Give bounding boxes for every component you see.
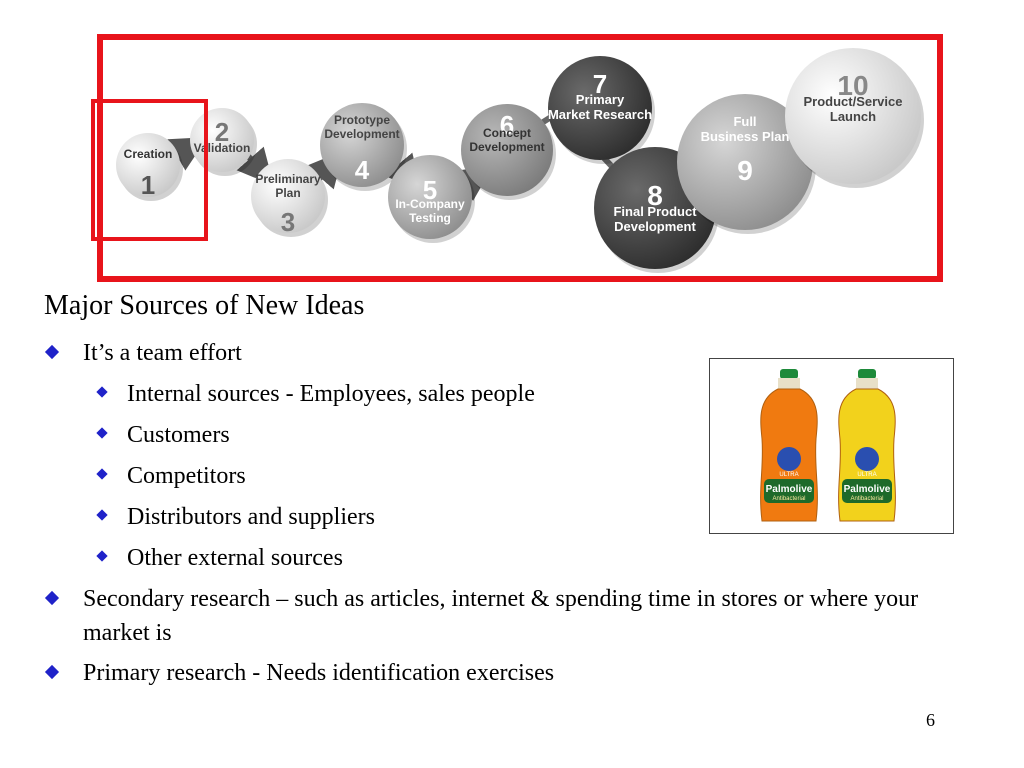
- step-label: Development: [469, 140, 544, 154]
- step-circle: [461, 104, 553, 196]
- bottle-label: [764, 479, 814, 503]
- bullet-text: It’s a team effort: [83, 340, 242, 366]
- step-label: In-Company: [395, 197, 465, 211]
- process-arrow: [236, 146, 274, 186]
- sub-bullet-internal-sources: Internal sources - Employees, sales peop…: [96, 377, 535, 411]
- bullet-diamond-icon: [96, 550, 108, 562]
- step-number: 7: [593, 69, 607, 99]
- bottle-label: [842, 479, 892, 503]
- bottle-emblem: [855, 447, 879, 471]
- step-label: Primary: [576, 92, 625, 107]
- bottle-neck: [856, 378, 878, 390]
- bullet-primary-research: Primary research - Needs identification …: [44, 656, 555, 690]
- bullet-secondary-research: Secondary research – such as articles, i…: [44, 582, 963, 650]
- step-number: 8: [647, 180, 663, 211]
- step-circle: [388, 155, 472, 239]
- step-label: Market Research: [548, 107, 652, 122]
- step-number: 4: [355, 155, 370, 185]
- bullet-text: Distributors and suppliers: [127, 504, 375, 530]
- bullet-text: Competitors: [127, 463, 246, 489]
- step-label: Preliminary: [255, 172, 321, 186]
- page-number: 6: [926, 710, 935, 730]
- step-number: 9: [737, 155, 753, 186]
- step-label: Full: [733, 114, 756, 129]
- step-label: Testing: [409, 211, 451, 225]
- step-label: Launch: [830, 109, 876, 124]
- step-label: Development: [324, 127, 399, 141]
- brand-name: Palmolive: [766, 484, 813, 495]
- label-bottom-text: Antibacterial: [772, 496, 805, 502]
- step-circle: [548, 56, 652, 160]
- bottle-cap: [780, 369, 798, 379]
- step-label: Plan: [275, 186, 300, 200]
- label-top-text: ULTRA: [779, 472, 798, 478]
- bullet-diamond-icon: [44, 344, 60, 360]
- step-label: Development: [614, 219, 696, 234]
- bullet-text: Secondary research – such as articles, i…: [83, 586, 919, 646]
- bullet-text: Customers: [127, 422, 230, 448]
- sub-bullet-competitors: Competitors: [96, 459, 246, 493]
- step-number: 10: [837, 70, 868, 101]
- step-number: 1: [141, 170, 155, 200]
- step-label: Business Plan: [701, 129, 790, 144]
- step-circle: [320, 103, 404, 187]
- sub-bullet-customers: Customers: [96, 418, 230, 452]
- step-circle: [251, 159, 325, 233]
- bullet-diamond-icon: [96, 427, 108, 439]
- bottle-neck: [778, 378, 800, 390]
- sub-bullet-distributors: Distributors and suppliers: [96, 500, 375, 534]
- step-number: 6: [500, 110, 514, 140]
- page-title: Major Sources of New Ideas: [44, 290, 365, 321]
- bullet-text: Internal sources - Employees, sales peop…: [127, 381, 535, 407]
- bottle-cap: [858, 369, 876, 379]
- bullet-diamond-icon: [44, 590, 60, 606]
- step-circle: [116, 133, 180, 197]
- step-number: 2: [215, 117, 229, 147]
- bullet-text: Primary research - Needs identification …: [83, 660, 555, 686]
- process-arrow: [167, 137, 208, 171]
- label-bottom-text: Antibacterial: [850, 496, 883, 502]
- step-label: Product/Service: [804, 94, 903, 109]
- step-label: Creation: [124, 147, 173, 161]
- bottle-emblem: [777, 447, 801, 471]
- process-step-1: 1 Creation: [116, 133, 183, 201]
- brand-name: Palmolive: [844, 484, 891, 495]
- bullet-diamond-icon: [96, 468, 108, 480]
- bullet-text: Other external sources: [127, 545, 343, 571]
- bullet-team-effort: It’s a team effort: [44, 336, 242, 370]
- creation-highlight-frame: [91, 99, 208, 241]
- step-circle: [785, 48, 921, 184]
- label-top-text: ULTRA: [857, 472, 876, 478]
- step-circle: [677, 94, 813, 230]
- step-label: Validation: [194, 141, 251, 155]
- bullet-diamond-icon: [96, 386, 108, 398]
- outer-highlight-frame: [97, 34, 943, 282]
- step-label: Prototype: [334, 113, 390, 127]
- step-number: 3: [281, 207, 295, 237]
- bullet-diamond-icon: [96, 509, 108, 521]
- sub-bullet-external-sources: Other external sources: [96, 541, 343, 575]
- step-label: Concept: [483, 126, 531, 140]
- bullet-diamond-icon: [44, 664, 60, 680]
- step-label: Final Product: [613, 204, 697, 219]
- step-number: 5: [423, 175, 437, 205]
